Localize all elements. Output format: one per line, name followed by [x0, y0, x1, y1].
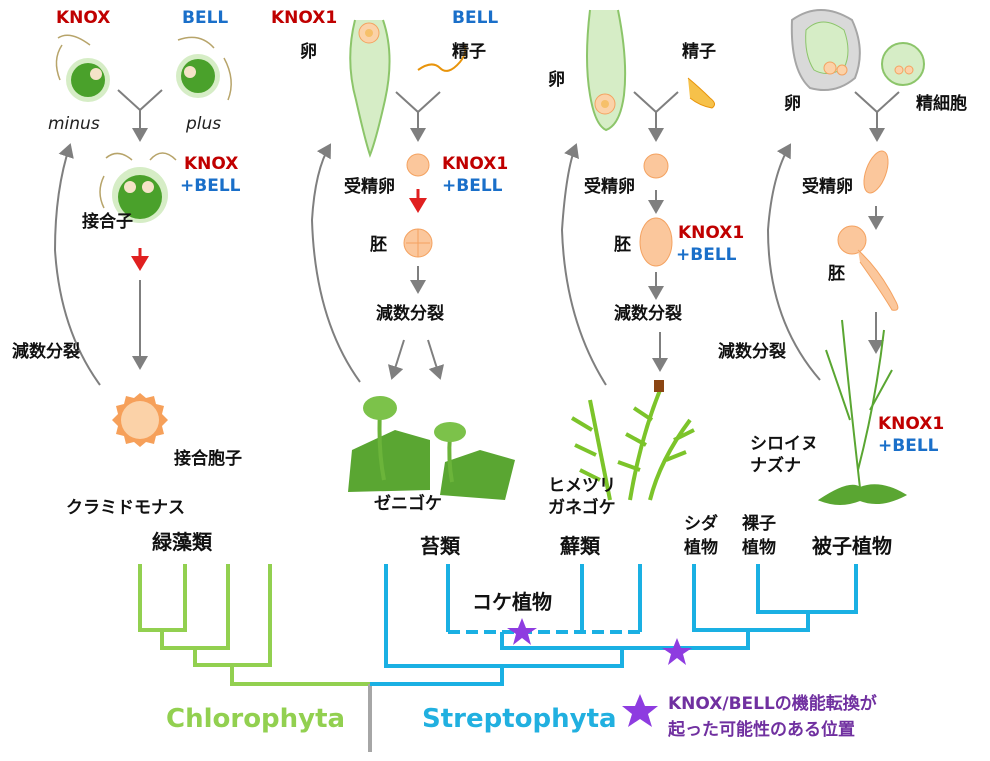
moss-embryo-label: 胚 [614, 235, 631, 255]
moss-embryo-knox1: KNOX1 [678, 223, 745, 243]
moss-meiosis-label: 減数分裂 [614, 304, 682, 324]
chlamy-zygote-cell [99, 152, 177, 223]
chlamy-plus-cell [176, 36, 232, 101]
group-green-algae: 緑藻類 [152, 530, 212, 554]
angio-egg-label: 卵 [784, 94, 801, 114]
arabidopsis-plant [817, 319, 908, 505]
bryophytes-label: コケ植物 [472, 590, 552, 614]
chlamy-meiosis-arrow [53, 143, 101, 386]
chlamy-bell-label: BELL [182, 8, 229, 28]
chlamy-plus-label: plus [186, 114, 222, 134]
liverwort-organism-label: ゼニゴケ [374, 494, 442, 514]
chlamy-spore [112, 393, 168, 447]
angio-knox1-label: KNOX1 [878, 414, 945, 434]
moss-fert-label: 受精卵 [584, 177, 635, 197]
group-liverworts: 苔類 [420, 534, 460, 558]
angio-zygote [863, 150, 889, 194]
liverwort-zygote [406, 153, 430, 177]
liverwort-sperm-label: 精子 [452, 42, 486, 62]
legend-line2: 起った可能性のある位置 [668, 720, 855, 740]
liverwort-left-arrow [387, 339, 405, 380]
chlamy-minus-cell [55, 34, 110, 102]
angio-meiosis-arrow [766, 143, 821, 381]
star-icon-land-plants [662, 638, 692, 665]
liverwort-meiosis-arrow [310, 143, 361, 383]
angio-embryo-label: 胚 [828, 264, 845, 284]
tree-chlorophyta-branches [138, 564, 370, 686]
legend-star-icon [622, 694, 658, 727]
moss-organism-line1: ヒメツリ [548, 476, 616, 496]
moss-fusion-arrow [633, 91, 679, 140]
liverwort-zygote-bell: +BELL [442, 176, 503, 196]
angio-fert-label: 受精卵 [802, 177, 853, 197]
chlorophyta-label: Chlorophyta [166, 704, 346, 734]
angio-fusion-arrow [854, 91, 900, 140]
angio-meiosis-label: 減数分裂 [718, 342, 786, 362]
star-icon-bryophytes [507, 618, 537, 645]
group-mosses: 蘚類 [560, 534, 600, 558]
chlamy-meiosis-label: 減数分裂 [12, 342, 80, 362]
angio-organism-line2: ナズナ [750, 456, 801, 476]
angio-sperm-label: 精細胞 [916, 94, 967, 114]
chlamy-organism-label: クラミドモナス [66, 498, 185, 518]
liverwort-right-arrow [427, 339, 445, 380]
chlamy-spore-label: 接合胞子 [174, 449, 242, 469]
moss-meiosis-arrow [560, 143, 607, 386]
chlamy-zygote-bell: +BELL [180, 176, 241, 196]
chlamy-zygote-label: 接合子 [82, 212, 133, 232]
moss-zygote [643, 153, 669, 179]
moss-organism-line2: ガネゴケ [548, 498, 616, 518]
moss-egg-label: 卵 [548, 70, 565, 90]
chlamy-zygote-knox: KNOX [184, 154, 239, 174]
fern-line2: 植物 [684, 538, 718, 558]
gymno-line1: 裸子 [742, 514, 776, 534]
angio-organism-line1: シロイヌ [750, 434, 818, 454]
liverwort-archegonium [349, 19, 391, 158]
moss-archegonium [586, 9, 627, 132]
liverwort-embryo [403, 228, 433, 258]
tree-streptophyta-branches [370, 564, 858, 686]
streptophyta-label: Streptophyta [422, 704, 617, 734]
liverwort-plant [348, 396, 515, 500]
liverwort-knox1-label: KNOX1 [271, 8, 338, 28]
angio-embryo [837, 225, 899, 311]
liverwort-fert-label: 受精卵 [344, 177, 395, 197]
chlamy-minus-label: minus [48, 114, 100, 134]
angio-pollen [881, 42, 925, 86]
chlamy-knox-label: KNOX [56, 8, 111, 28]
liverwort-sperm-shape [417, 43, 467, 72]
angio-bell-label: +BELL [878, 436, 939, 456]
moss-embryo-bell: +BELL [676, 245, 737, 265]
angio-ovule [790, 9, 861, 91]
chlamy-fusion-arrow [117, 89, 163, 140]
moss-plant [570, 380, 695, 501]
liverwort-egg-label: 卵 [300, 42, 317, 62]
moss-sperm-label: 精子 [682, 42, 716, 62]
legend-line1: KNOX/BELLの機能転換が [668, 694, 877, 714]
liverwort-bell-label: BELL [452, 8, 499, 28]
liverwort-zygote-knox1: KNOX1 [442, 154, 509, 174]
moss-sperm-shape [687, 77, 716, 109]
moss-embryo [639, 217, 673, 267]
liverwort-embryo-label: 胚 [370, 235, 387, 255]
group-angiosperms: 被子植物 [812, 534, 892, 558]
fern-line1: シダ [684, 514, 718, 534]
gymno-line2: 植物 [742, 538, 776, 558]
liverwort-meiosis-label: 減数分裂 [376, 304, 444, 324]
liverwort-fusion-arrow [395, 91, 441, 140]
